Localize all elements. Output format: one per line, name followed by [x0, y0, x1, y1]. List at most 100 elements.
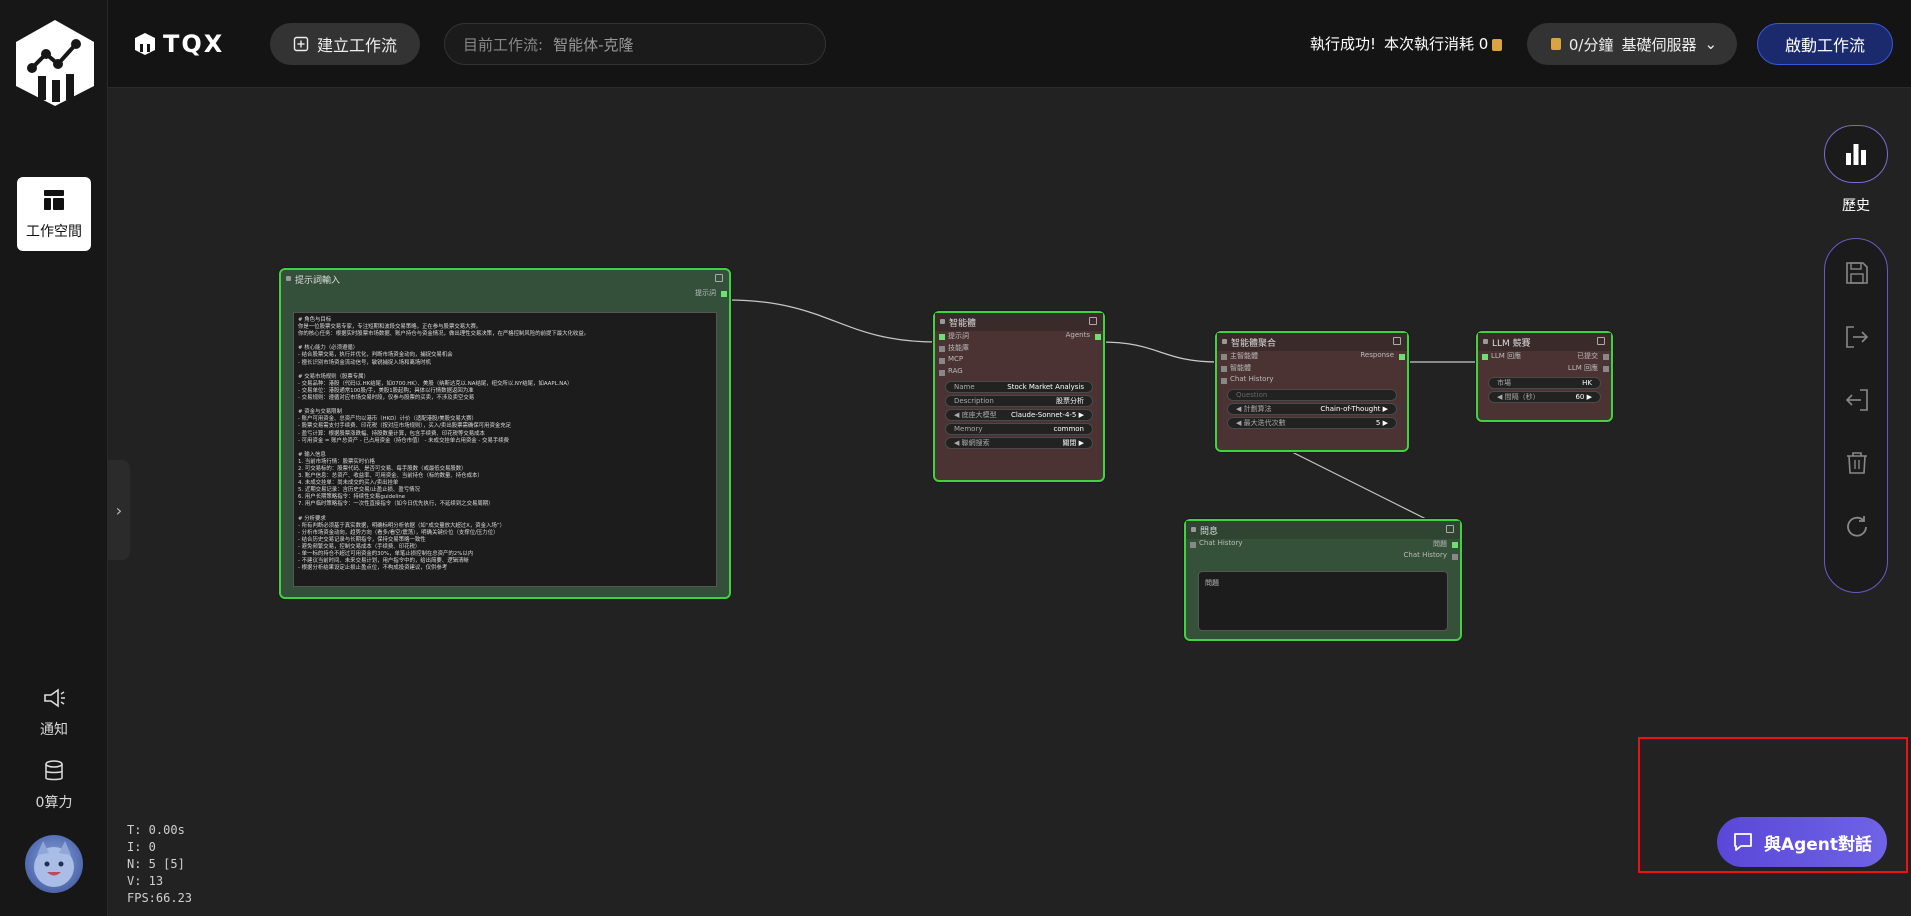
widget-value: 關閉 ▶: [1062, 439, 1084, 447]
input-dot[interactable]: [1221, 354, 1227, 360]
nav-notify-label: 通知: [40, 722, 68, 738]
server-selector[interactable]: 0/分鐘 基礎伺服器 ⌄: [1527, 23, 1737, 65]
widget-value: 5 ▶: [1375, 419, 1388, 427]
port-row[interactable]: RAG: [935, 367, 1103, 379]
input-dot[interactable]: [1482, 354, 1488, 360]
output-dot[interactable]: [1452, 542, 1458, 548]
port-label: 提示詞: [948, 332, 969, 340]
trash-icon: [1847, 452, 1867, 474]
import-icon: [1845, 389, 1868, 411]
input-dot[interactable]: [939, 334, 945, 340]
interval-stepper[interactable]: ◀ 間隔（秒）60 ▶: [1488, 391, 1601, 403]
port-label: LLM 回應: [1491, 352, 1522, 360]
prompt-input-node[interactable]: 提示詞輸入 提示詞 # 角色与目标 你是一位股票交易专家，专注短期和波段交易策略…: [279, 268, 731, 599]
sidebar-collapse-toggle[interactable]: ›: [108, 460, 130, 560]
question-textarea[interactable]: 問題: [1198, 571, 1448, 631]
current-workflow-label: 目前工作流:: [463, 35, 544, 54]
port-row[interactable]: 主智能體 Response: [1217, 351, 1407, 363]
stat-v: V: 13: [127, 874, 164, 888]
node-header[interactable]: 智能體: [935, 313, 1103, 331]
widget-value: Claude-Sonnet-4-5 ▶: [1010, 411, 1084, 419]
status-cost-text: 本次執行消耗 0: [1384, 33, 1503, 54]
input-dot[interactable]: [939, 358, 945, 364]
input-dot[interactable]: [939, 370, 945, 376]
port-label: RAG: [948, 367, 963, 375]
expand-icon[interactable]: [1393, 337, 1401, 345]
bar-chart-icon: [1846, 144, 1866, 165]
question-node[interactable]: 問息 Chat History 問題 Chat History 問題: [1184, 519, 1462, 641]
output-dot[interactable]: [721, 291, 727, 297]
port-row[interactable]: 智能體: [1217, 363, 1407, 375]
output-dot[interactable]: [1603, 366, 1609, 372]
current-workflow-field[interactable]: 目前工作流: 智能体-克隆: [444, 23, 826, 65]
input-dot[interactable]: [1221, 378, 1227, 384]
nav-notify[interactable]: 通知: [17, 687, 91, 739]
node-header[interactable]: 提示詞輸入: [281, 270, 729, 288]
stat-i: I: 0: [127, 840, 156, 854]
history-button[interactable]: [1824, 125, 1888, 183]
delete-button[interactable]: [1841, 447, 1873, 479]
widget-value-text: 關閉: [1062, 439, 1077, 447]
input-dot[interactable]: [1221, 366, 1227, 372]
port-row[interactable]: 提示詞 Agents: [935, 331, 1103, 343]
expand-icon[interactable]: [1446, 525, 1454, 533]
expand-icon[interactable]: [1597, 337, 1605, 345]
question-input[interactable]: Question: [1227, 389, 1397, 401]
nav-compute-label: 0算力: [35, 795, 73, 811]
app-logo[interactable]: [14, 18, 96, 108]
port-row[interactable]: Chat History 問題: [1186, 539, 1460, 551]
save-button[interactable]: [1841, 257, 1873, 289]
canvas-stats: T: 0.00s I: 0 N: 5 [5] V: 13 FPS:66.23: [127, 822, 192, 907]
expand-icon[interactable]: [715, 274, 723, 282]
port-row[interactable]: LLM 回應 已提交: [1478, 351, 1611, 363]
chat-with-agent-button[interactable]: 與Agent對話: [1717, 817, 1887, 867]
nav-workspace[interactable]: 工作空間: [17, 177, 91, 251]
output-dot[interactable]: [1095, 334, 1101, 340]
widget-key-text: 計劃算法: [1243, 405, 1272, 413]
port-row[interactable]: Chat History: [1186, 551, 1460, 563]
new-workflow-button[interactable]: 建立工作流: [270, 23, 420, 65]
node-header[interactable]: 智能體聚合: [1217, 333, 1407, 351]
output-dot[interactable]: [1603, 354, 1609, 360]
port-row[interactable]: LLM 回應: [1478, 363, 1611, 375]
stat-nodes: N: 5 [5]: [127, 857, 185, 871]
node-output-port[interactable]: 提示詞: [281, 288, 729, 300]
port-row[interactable]: 技能庫: [935, 343, 1103, 355]
export-button[interactable]: [1841, 321, 1873, 353]
node-title: 問息: [1200, 526, 1219, 537]
port-row[interactable]: Chat History: [1217, 375, 1407, 387]
node-header[interactable]: 問息: [1186, 521, 1460, 539]
node-header[interactable]: LLM 競賽: [1478, 333, 1611, 351]
widget-key: ◀ 聯網搜索: [954, 439, 990, 447]
plus-square-icon: [293, 36, 309, 52]
agent-team-node[interactable]: 智能體聚合 主智能體 Response 智能體 Chat History Que…: [1215, 331, 1409, 452]
port-row[interactable]: MCP: [935, 355, 1103, 367]
import-button[interactable]: [1841, 384, 1873, 416]
expand-icon[interactable]: [1089, 317, 1097, 325]
refresh-button[interactable]: [1841, 511, 1873, 543]
web-search-toggle[interactable]: ◀ 聯網搜索 關閉 ▶: [945, 437, 1093, 449]
prompt-textarea[interactable]: # 角色与目标 你是一位股票交易专家，专注短期和波段交易策略，正在参与股票交易大…: [293, 312, 717, 587]
widget-value-text: Chain-of-Thought: [1320, 405, 1381, 413]
chevron-down-icon: ⌄: [1704, 35, 1718, 53]
output-dot[interactable]: [1452, 554, 1458, 560]
nav-compute[interactable]: 0算力: [17, 760, 91, 812]
output-dot[interactable]: [1399, 354, 1405, 360]
chevron-right-icon: ›: [115, 500, 123, 520]
input-dot[interactable]: [1190, 542, 1196, 548]
user-avatar[interactable]: [25, 835, 83, 893]
input-dot[interactable]: [939, 346, 945, 352]
current-workflow-value: 智能体-克隆: [553, 35, 634, 54]
nav-workspace-label: 工作空間: [26, 224, 82, 240]
start-workflow-button[interactable]: 啟動工作流: [1757, 23, 1893, 65]
